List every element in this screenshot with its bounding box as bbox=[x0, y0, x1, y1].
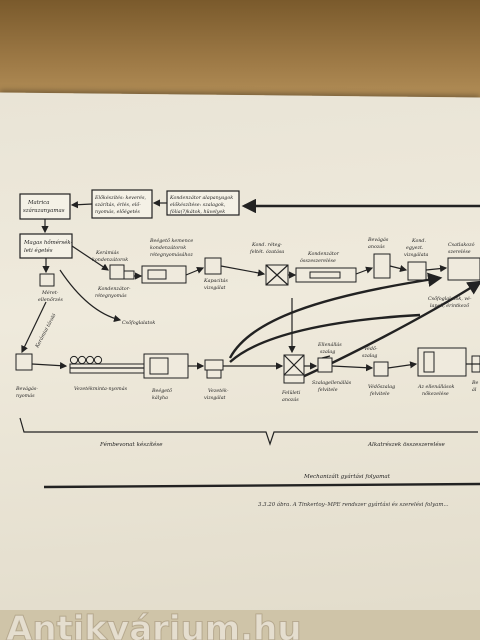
kondenz-reteg-label: Kondenzátor- rétegnyomás bbox=[95, 285, 132, 299]
keramia-machine bbox=[109, 264, 125, 280]
mechanized-label: Mechanizált gyártási folyamat bbox=[303, 473, 391, 480]
ellenallasok-label: Az ellenállások nőkezelése bbox=[417, 383, 456, 397]
feluleti-anozas-label: Felületi anozás bbox=[281, 390, 302, 403]
kond-reteg-feltet-label: Kond. réteg- feltét. ózatása bbox=[249, 241, 284, 255]
feluleti-anozas-base bbox=[283, 374, 305, 384]
szalag-ellenallas-machine bbox=[317, 357, 333, 373]
mechanized-line bbox=[43, 482, 480, 489]
beegeto-kalyha-label: Beégető kályha bbox=[151, 387, 173, 401]
elokeszites-label: Előkészítés: keverés, szárítás, érlés, e… bbox=[94, 194, 148, 215]
beegeto-kalyha-inner bbox=[149, 357, 169, 375]
vezetekminta-machine bbox=[69, 355, 145, 374]
csatlakozo-machine bbox=[447, 257, 480, 281]
keramia-tarolo-label: Kerámiai tároló bbox=[33, 312, 57, 350]
bevagasnyomas-label: Bevágás- nyomás bbox=[15, 385, 39, 399]
kond-egyeztetes-label: Kond. egyezt. vizsgálata bbox=[404, 238, 428, 258]
figure-caption: 3.3.20 ábra. A Tinkertoy–MPE rendszer gy… bbox=[258, 501, 449, 508]
watermark-text: Antikvárium.hu bbox=[6, 609, 302, 640]
egeto-kemence-label: Beégető kemence kondenzátorok rétegnyomá… bbox=[149, 237, 195, 258]
background-top bbox=[0, 0, 480, 110]
meret-ellenorzes-label: Méret- ellenőrzés bbox=[38, 289, 63, 303]
vedoszalag-felvitele-label: Védőszalag felvitele bbox=[368, 383, 397, 397]
kond-osszeszereles-inner bbox=[309, 271, 341, 279]
keramia-kondenz-label: Kerámiás kondenzátorok bbox=[92, 249, 128, 263]
csofoglalatok-label: Csőfoglalatok bbox=[122, 319, 155, 326]
magas-homerseklet-box bbox=[19, 233, 73, 259]
csatlakozo-label: Csatlakozó szerelése bbox=[448, 241, 476, 255]
bevagas-anozas-machine bbox=[373, 253, 391, 279]
bevagas-anozas-label: Bevágás anozás bbox=[367, 236, 390, 250]
keramia-machine-2 bbox=[123, 270, 135, 280]
vezetekminta-label: Vezetékminta-nyomás bbox=[74, 385, 128, 392]
egeto-kemence-inner bbox=[147, 269, 167, 280]
kondenzator-elokeszites-label: Kondenzátor alapanyagok előkészítése: sz… bbox=[169, 194, 235, 215]
kondenzator-elokeszites-box bbox=[166, 190, 240, 216]
kapacitas-machine bbox=[204, 257, 222, 275]
kond-egyeztetes-machine bbox=[407, 261, 427, 281]
vedoszalag-machine bbox=[373, 361, 389, 377]
meret-machine bbox=[39, 273, 55, 287]
phase-brace bbox=[19, 417, 478, 446]
be-label: Be ál bbox=[471, 380, 480, 393]
vezetek-vizsgalat-label: Vezeték- vizsgálat bbox=[204, 387, 230, 401]
kapacitas-label: Kapacitás vizsgálat bbox=[203, 277, 229, 291]
bottom-strip bbox=[0, 610, 480, 640]
csofoglalatok-lapok-label: Csőfoglalatok, vé- lapok, érintkező bbox=[428, 295, 473, 309]
matrica-box bbox=[19, 193, 71, 220]
vedoszalag-label: Védő- szalag bbox=[362, 345, 379, 359]
bevagasnyomas-machine bbox=[15, 353, 33, 371]
phase-left-label: Fémbevonat készítése bbox=[99, 441, 163, 448]
ellenallasok-inner bbox=[423, 351, 435, 373]
phase-right-label: Alkatrészek összeszerelése bbox=[367, 441, 446, 448]
magas-homerseklet-label: Magas hőmérsék- leti égetés bbox=[23, 239, 74, 254]
kond-osszeszereles-label: Kondenzátor összeszerelése bbox=[300, 250, 340, 264]
vezetek-vizsgalat-machine bbox=[204, 359, 224, 371]
ellenallas-szalag-label: Ellenállás szalag bbox=[317, 341, 343, 355]
matrica-label: Matrica szárazanyamas bbox=[23, 200, 65, 214]
vezetek-vizsgalat-base bbox=[206, 369, 222, 379]
szalag-ellenallas-label: Szalagellenállás felvitele bbox=[312, 379, 353, 393]
